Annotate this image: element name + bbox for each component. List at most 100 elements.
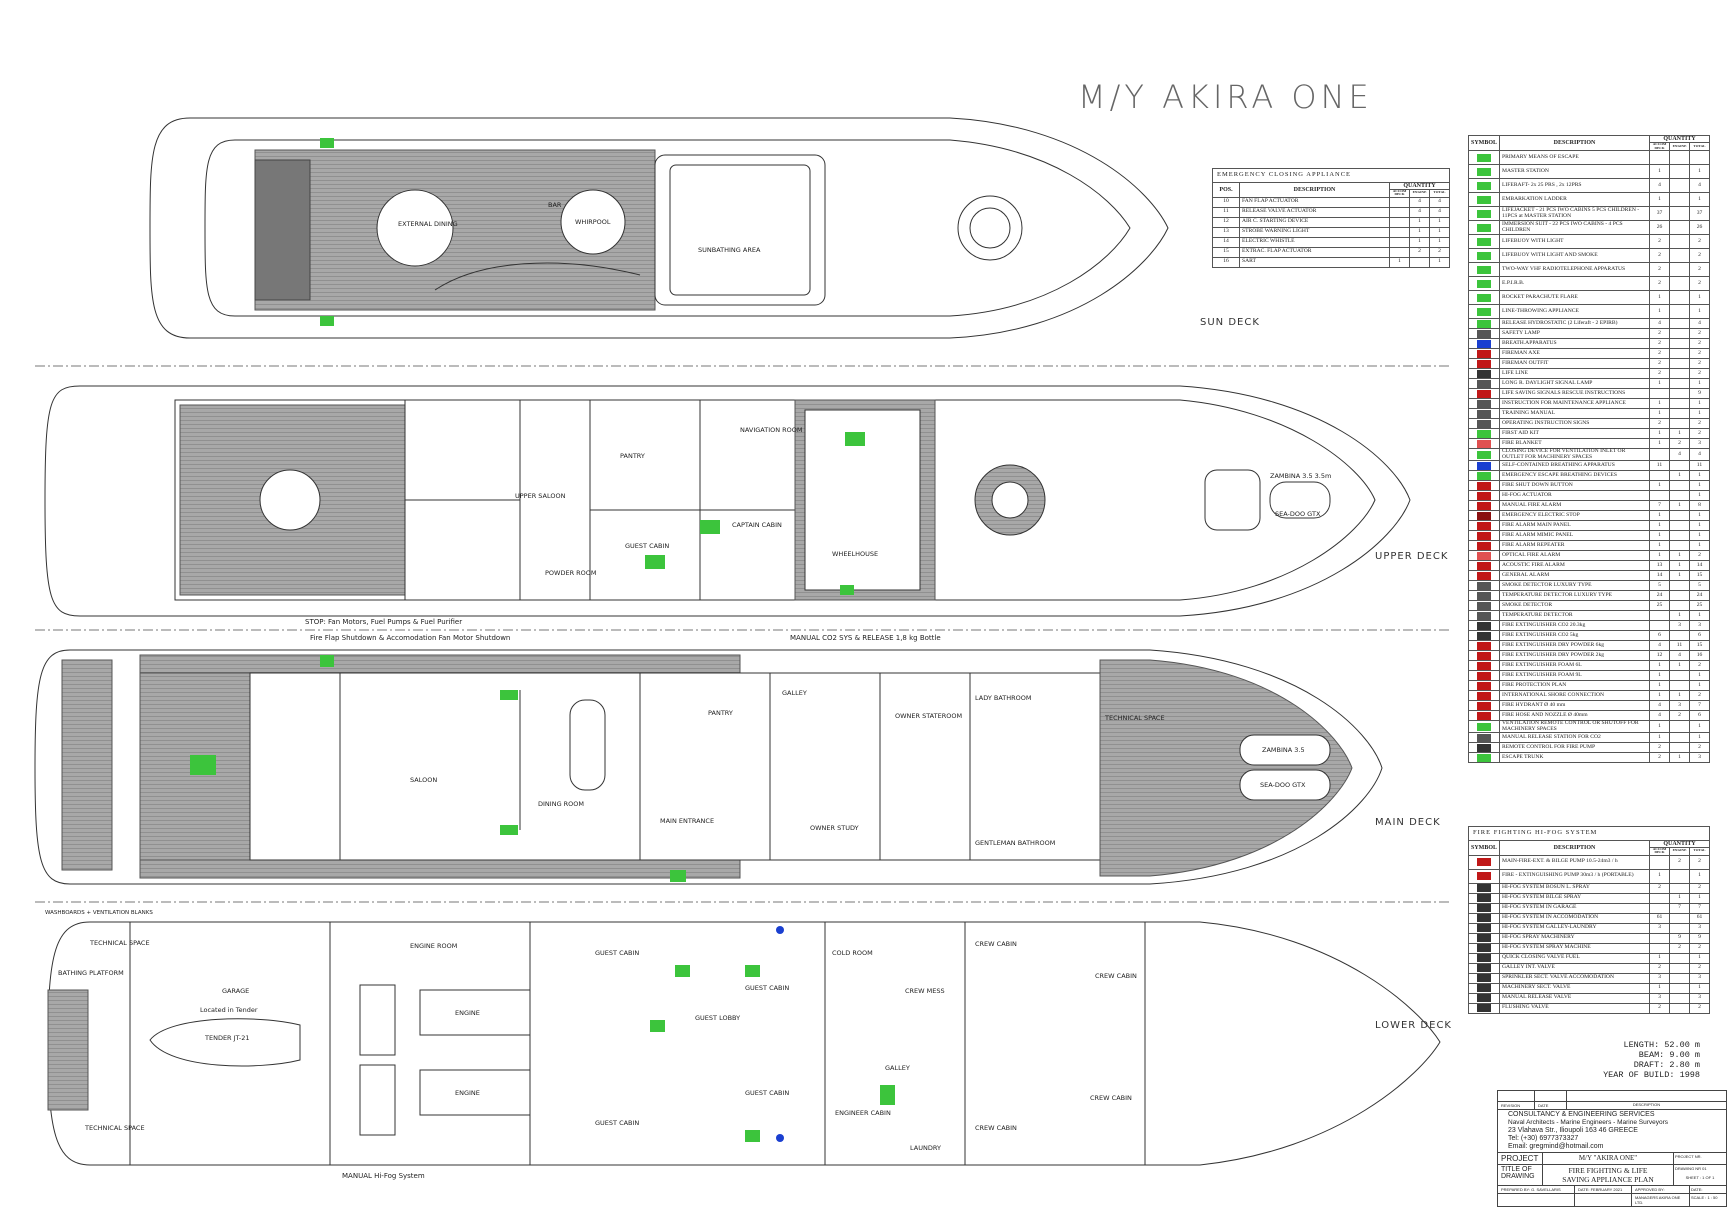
- symbol-cell: [1467, 752, 1501, 764]
- qty-total: 2: [1689, 550, 1710, 562]
- symbol-cell: [1467, 500, 1501, 512]
- symbol-cell: [1467, 982, 1501, 994]
- description: LIFE LINE: [1499, 368, 1650, 379]
- symbol-cell: [1467, 742, 1501, 754]
- qty-engine: 4: [1669, 650, 1690, 662]
- description: LINE-THROWING APPLIANCE: [1499, 304, 1650, 319]
- description-label: DESCRIPTION: [1632, 1102, 1661, 1107]
- symbol-cell: [1467, 164, 1501, 179]
- qty-engine: [1669, 348, 1690, 359]
- qty-accom: 2: [1649, 276, 1670, 291]
- description: MANUAL FIRE ALARM: [1499, 500, 1650, 512]
- qty-total: 4: [1689, 178, 1710, 193]
- description: SELF-CONTAINED BREATHING APPARATUS: [1499, 460, 1650, 472]
- operating-signs-icon: [1477, 419, 1491, 428]
- room-label: GENTLEMAN BATHROOM: [975, 839, 1055, 847]
- sun-deck-plan: [149, 117, 1169, 339]
- qty-accom: 2: [1649, 338, 1670, 349]
- symbol-cell: [1467, 650, 1501, 662]
- qty-accom: 1: [1649, 398, 1670, 409]
- qty-total: 7: [1689, 700, 1710, 712]
- description: TEMPERATURE DETECTOR LUXURY TYPE: [1499, 590, 1650, 602]
- upper-deck-plan: [44, 385, 1411, 617]
- qty-accom: 1: [1649, 428, 1670, 439]
- qty-engine: [1669, 220, 1690, 235]
- room-label: COLD ROOM: [832, 949, 873, 957]
- qty-total: 1: [1689, 680, 1710, 692]
- description: VENTILATION REMOTE CONTROL OR SHUTOFF FO…: [1499, 720, 1650, 734]
- qty-accom: 2: [1649, 752, 1670, 764]
- symbol-cell: [1467, 854, 1501, 870]
- qty-accom: 5: [1649, 580, 1670, 592]
- vhf-radio-icon: [1477, 265, 1491, 274]
- qty-engine: 1: [1669, 690, 1690, 702]
- qty-accom: 1: [1649, 290, 1670, 305]
- qty-engine: 3: [1669, 700, 1690, 712]
- qty-accom: 1: [1649, 408, 1670, 419]
- qty-total: 1: [1689, 982, 1710, 994]
- qty-engine: 1: [1669, 428, 1690, 439]
- valve-icon: [1477, 964, 1491, 972]
- description: BREATH.APPARATUS: [1499, 338, 1650, 349]
- symbol-cell: [1467, 490, 1501, 502]
- description: INSTRUCTION FOR MAINTENANCE APPLIANCE: [1499, 398, 1650, 409]
- qty-engine: [1669, 408, 1690, 419]
- fireman-axe-icon: [1477, 349, 1491, 358]
- table-row: RELEASE HYDROSTATIC (2 Liferaft - 2 EPIR…: [1467, 318, 1710, 329]
- room-label: ENGINEER CABIN: [835, 1109, 891, 1117]
- symbol-cell: [1467, 590, 1501, 602]
- qty-engine: 1: [1409, 236, 1430, 248]
- room-label: WHEELHOUSE: [832, 550, 878, 558]
- qty-engine: 1: [1669, 660, 1690, 672]
- spray-icon: [1477, 884, 1491, 892]
- qty-accom: 4: [1649, 640, 1670, 652]
- qty-total: 3: [1689, 922, 1710, 934]
- qty-accom: 1: [1649, 520, 1670, 532]
- qty-total: 1: [1429, 256, 1450, 268]
- position-number: 12: [1212, 216, 1240, 228]
- qty-total: 1: [1689, 952, 1710, 964]
- col-header: TOTAL: [1689, 846, 1710, 856]
- symbol-cell: [1467, 630, 1501, 642]
- description: STROBE WARNING LIGHT: [1239, 226, 1390, 238]
- qty-engine: 7: [1669, 902, 1690, 914]
- extinguisher-co2-20-icon: [1477, 621, 1491, 630]
- valve-icon: [1477, 994, 1491, 1002]
- description: E.P.I.R.B.: [1499, 276, 1650, 291]
- room-label: SEA-DOO GTX: [1275, 510, 1321, 518]
- qty-engine: [1669, 304, 1690, 319]
- general-alarm-icon: [1477, 571, 1491, 580]
- qty-total: 9: [1689, 932, 1710, 944]
- col-header: QUANTITY: [1389, 181, 1450, 190]
- manual-fire-alarm-icon: [1477, 501, 1491, 510]
- escape-trunk-icon: [1477, 753, 1491, 762]
- qty-accom: [1389, 226, 1410, 238]
- symbol-cell: [1467, 276, 1501, 291]
- room-label: DINING ROOM: [538, 800, 584, 808]
- hifog-table: FIRE FIGHTING HI-FOG SYSTEM SYMBOL DESCR…: [1467, 826, 1710, 1014]
- symbol-cell: [1467, 388, 1501, 399]
- fire-hose-icon: [1477, 711, 1491, 720]
- qty-total: 1: [1689, 378, 1710, 389]
- qty-accom: 1: [1649, 680, 1670, 692]
- qty-accom: 24: [1649, 590, 1670, 602]
- description: FIRE - EXTINGUISHING PUMP 30m3 / h (PORT…: [1499, 868, 1650, 884]
- life-line-icon: [1477, 369, 1491, 378]
- qty-accom: 1: [1649, 550, 1670, 562]
- description: ROCKET PARACHUTE FLARE: [1499, 290, 1650, 305]
- qty-total: 61: [1689, 912, 1710, 924]
- temp-detector-icon: [1477, 611, 1491, 620]
- symbol-cell: [1467, 378, 1501, 389]
- qty-accom: [1389, 246, 1410, 258]
- symbol-cell: [1467, 348, 1501, 359]
- qty-accom: 25: [1649, 600, 1670, 612]
- extinguisher-foam-9-icon: [1477, 671, 1491, 680]
